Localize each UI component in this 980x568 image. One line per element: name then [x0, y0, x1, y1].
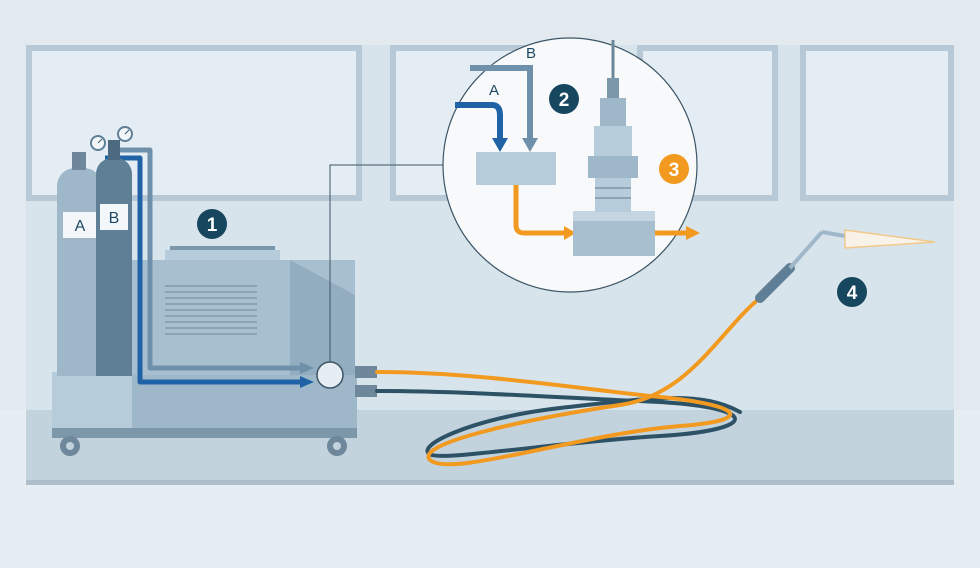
gas-b-line-outer [120, 147, 300, 371]
detail-view: A B [442, 37, 700, 293]
callout-1: 1 [197, 209, 227, 239]
mixer-machine [130, 246, 377, 397]
detail-mixer-box [476, 152, 556, 185]
gas-a-line [105, 155, 300, 385]
callout-4: 4 [837, 277, 867, 307]
outlet-fitting-bottom [355, 385, 377, 397]
svg-text:4: 4 [847, 283, 858, 304]
callout-3: 3 [659, 154, 689, 184]
flame-icon [844, 229, 936, 249]
detail-gas-b-line [470, 65, 533, 140]
detail-connector [329, 164, 443, 362]
cylinder-b-label: B [109, 210, 120, 227]
detail-label-b: B [526, 45, 536, 62]
floor-edge [26, 480, 954, 485]
detail-mixed-gas-line [513, 185, 566, 236]
gas-lines [105, 147, 314, 388]
svg-text:1: 1 [207, 215, 218, 236]
sensor-port [316, 361, 344, 389]
orange-hose [375, 296, 762, 467]
welding-torch [755, 229, 936, 303]
svg-text:2: 2 [559, 90, 570, 111]
outlet-fitting-top [355, 366, 377, 378]
cylinder-a-label: A [75, 218, 86, 235]
detail-gas-a-line [455, 102, 503, 140]
hoses [375, 296, 762, 467]
gas-cylinder-b: B [96, 140, 132, 376]
svg-text:3: 3 [669, 160, 680, 181]
sensor-probe [588, 40, 638, 212]
detail-label-a: A [489, 82, 499, 99]
pressure-gauge-icon [90, 126, 133, 151]
machine-vent [165, 285, 257, 335]
gas-cylinder-a: A [57, 152, 102, 376]
callout-2: 2 [549, 84, 579, 114]
